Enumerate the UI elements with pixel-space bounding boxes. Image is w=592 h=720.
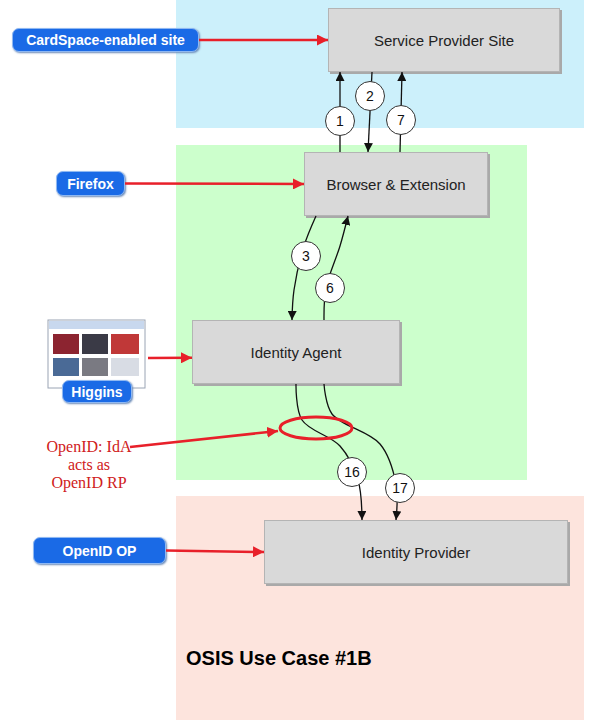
box-label: Browser & Extension xyxy=(326,176,465,193)
screen-frame xyxy=(48,320,145,388)
box-label: Identity Provider xyxy=(362,544,470,561)
callout-number: 6 xyxy=(315,273,345,303)
flow-arrow xyxy=(324,216,348,320)
callout-number: 3 xyxy=(291,241,321,271)
callout-number: 2 xyxy=(355,81,385,111)
pointer-arrow xyxy=(148,357,192,360)
screen-photo xyxy=(82,358,108,376)
screen-photo xyxy=(53,358,79,376)
provider-tag: OpenID OP xyxy=(33,537,166,564)
screen-photo xyxy=(111,358,139,376)
callout-number: 17 xyxy=(385,473,415,503)
browser-tag: Firefox xyxy=(56,171,125,196)
box-label: Identity Agent xyxy=(251,344,342,361)
web-band xyxy=(176,0,584,128)
pointer-arrow xyxy=(199,39,328,42)
provider-box: Identity Provider xyxy=(264,520,568,584)
browser-box: Browser & Extension xyxy=(304,152,488,216)
box-label: Service Provider Site xyxy=(374,32,514,49)
site-tag: CardSpace-enabled site xyxy=(12,28,199,52)
tag-label: CardSpace-enabled site xyxy=(26,32,185,48)
callout-number: 16 xyxy=(337,457,367,487)
agent-tag: Higgins xyxy=(48,320,148,404)
screen-photo xyxy=(53,334,79,354)
tag-label: Firefox xyxy=(67,176,114,192)
agent-box: Identity Agent xyxy=(192,320,400,384)
callout-number: 7 xyxy=(386,105,416,135)
band-title: OSIS Use Case #1B xyxy=(186,647,372,670)
use-case-band: OSIS Use Case #1B Identity Provider xyxy=(176,496,584,720)
service-box: Service Provider Site xyxy=(328,8,560,72)
screen-photo xyxy=(111,334,139,354)
tag-label: Higgins xyxy=(62,380,132,403)
highlight-ellipse xyxy=(280,417,352,439)
screen-header xyxy=(49,321,144,329)
pointer-arrow xyxy=(125,182,304,185)
screen-photo xyxy=(82,334,108,354)
leader-arrow xyxy=(130,431,278,447)
callout-number: 1 xyxy=(325,106,355,136)
callout-note: OpenID: IdA acts as OpenID RP xyxy=(44,438,134,492)
screenshot xyxy=(48,320,145,388)
tag-label: OpenID OP xyxy=(63,543,137,559)
client-band xyxy=(176,145,527,480)
